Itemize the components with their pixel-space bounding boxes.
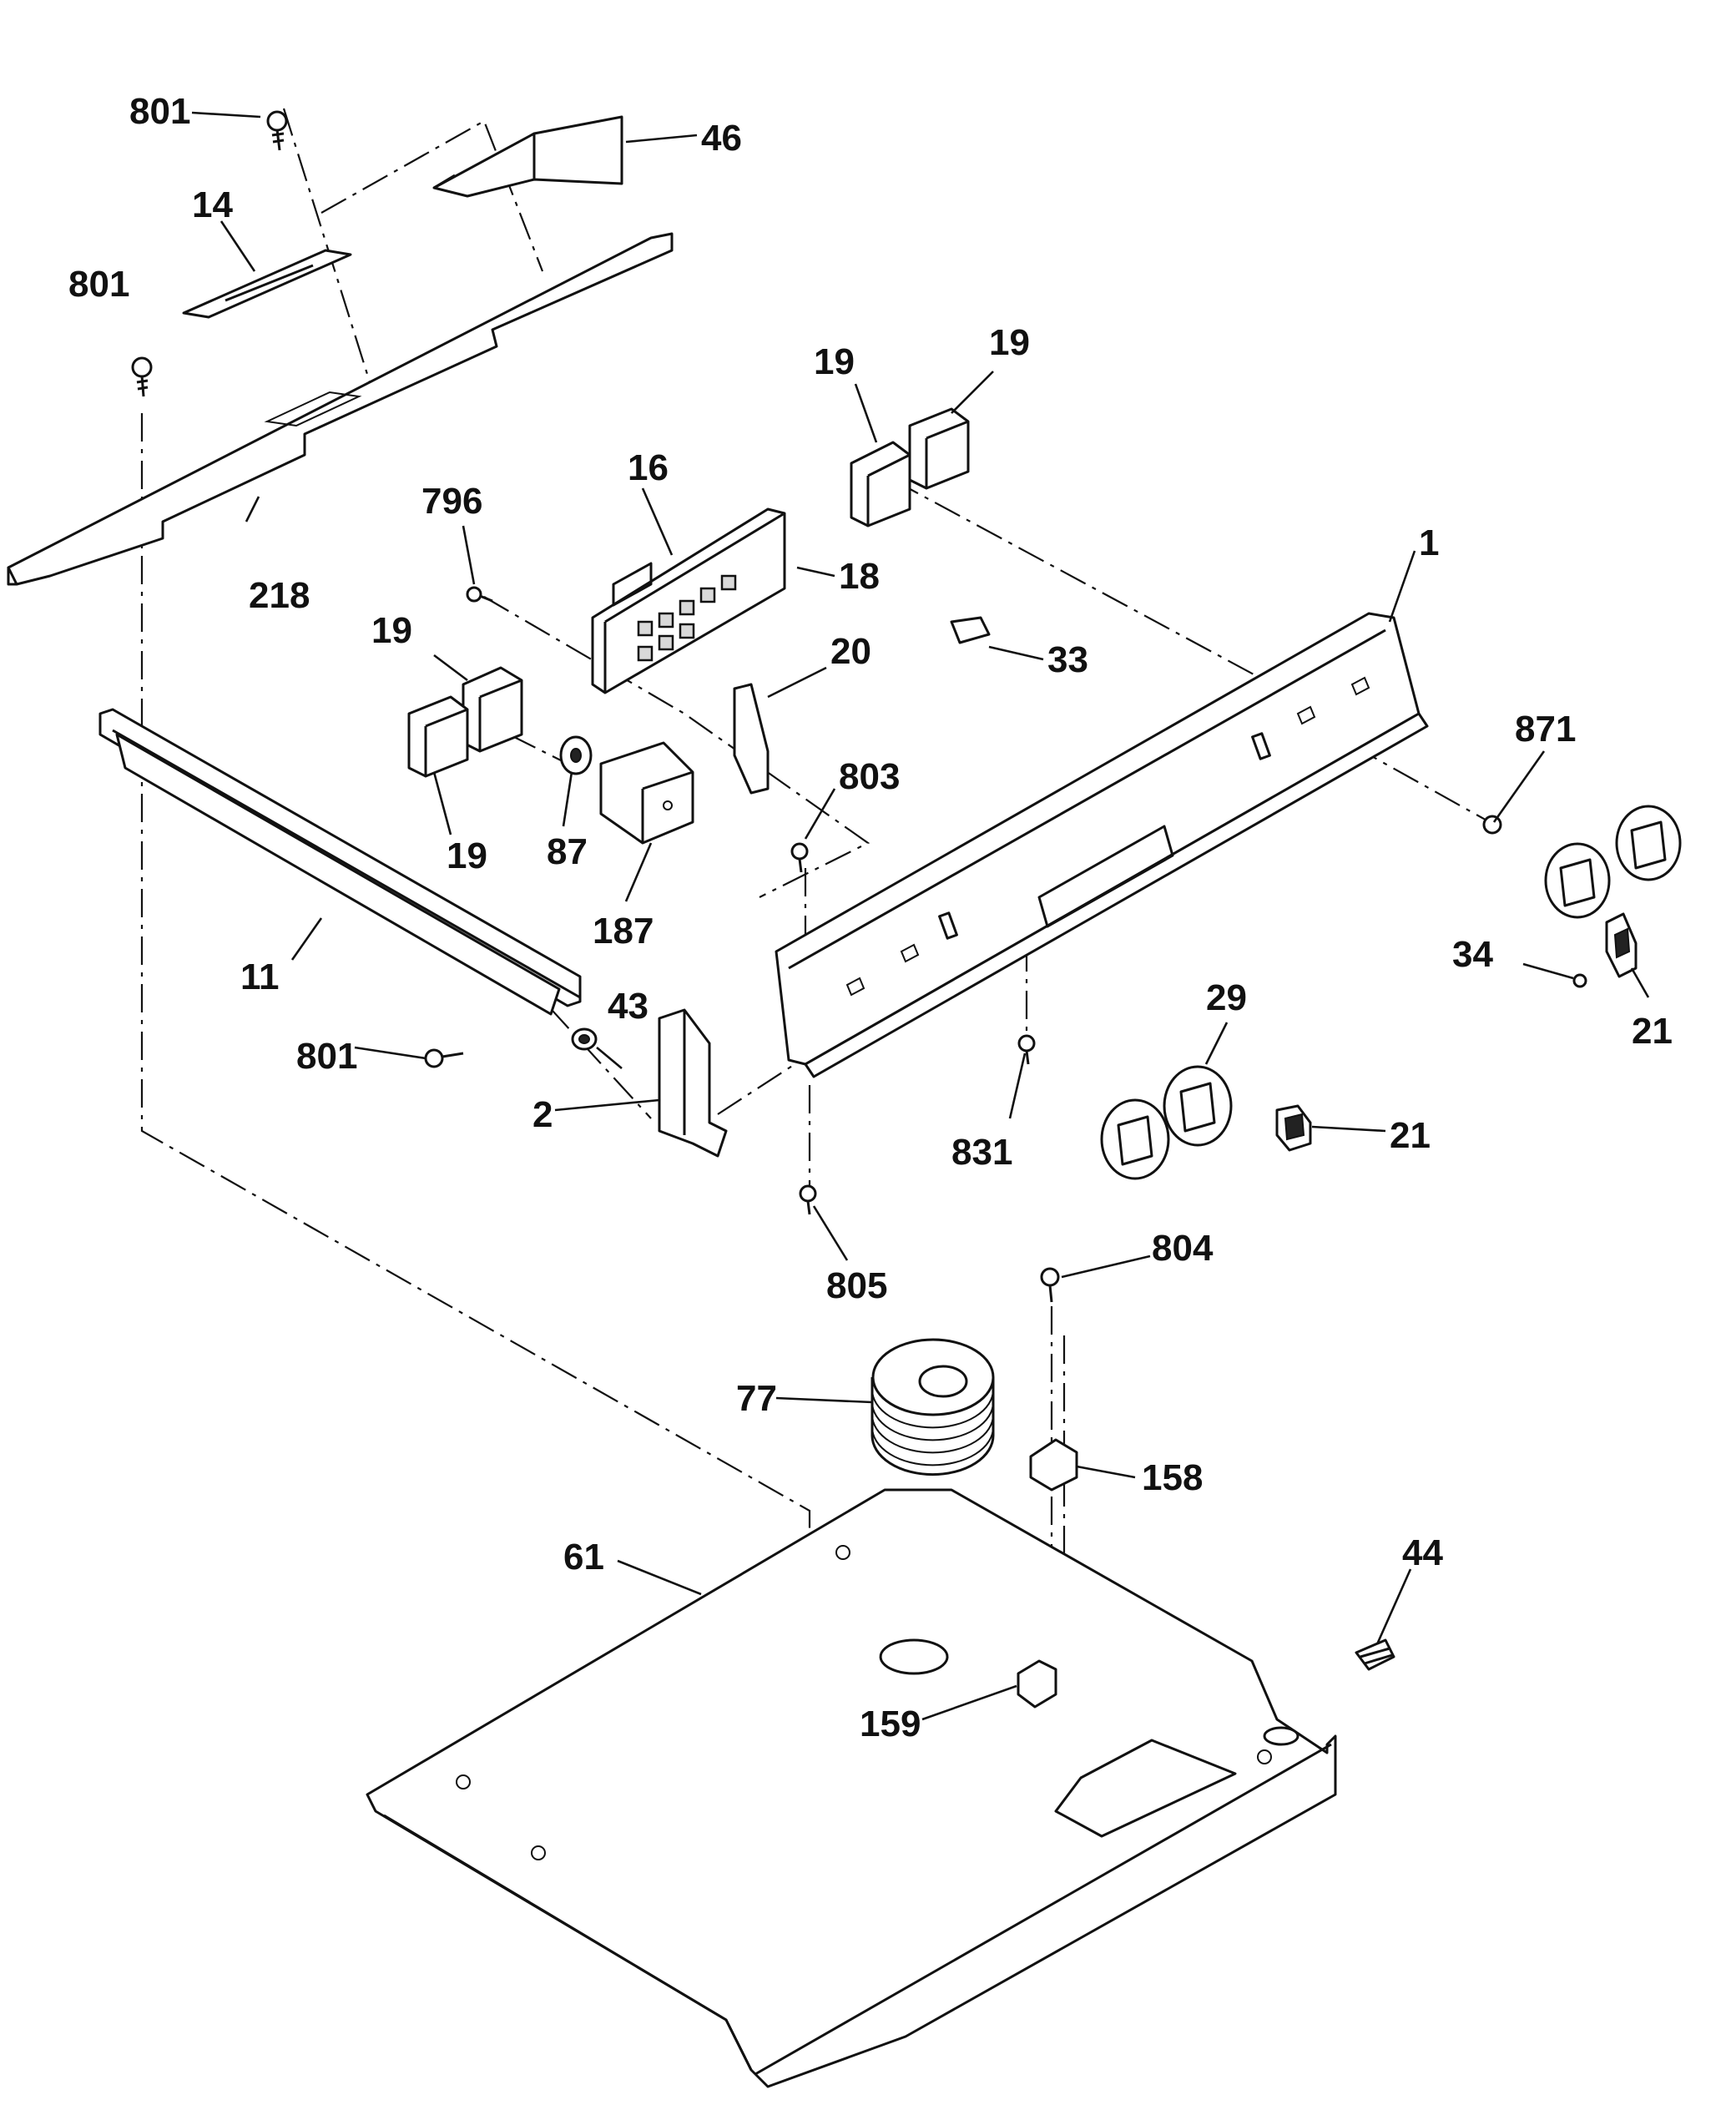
callout-187: 187 — [593, 911, 654, 952]
callout-18: 18 — [839, 556, 880, 597]
leader-lines — [191, 111, 1650, 1721]
part-831-screw — [1017, 1034, 1036, 1065]
callout-34: 34 — [1452, 934, 1493, 975]
callout-16: 16 — [628, 447, 669, 488]
part-796-screw — [466, 586, 493, 603]
callout-77: 77 — [736, 1378, 777, 1419]
part-14-plate — [182, 249, 352, 319]
callout-1: 1 — [1419, 522, 1439, 563]
callout-19: 19 — [814, 341, 855, 382]
part-21-rocker-b — [1275, 1104, 1312, 1152]
callout-14: 14 — [192, 184, 233, 225]
part-158-thermostat — [1029, 1438, 1078, 1492]
callout-218: 218 — [249, 575, 310, 616]
part-187-cover — [599, 741, 694, 845]
part-29-knob-a — [1100, 1098, 1170, 1180]
callout-805: 805 — [826, 1265, 887, 1306]
callout-43: 43 — [608, 986, 648, 1027]
callout-87: 87 — [547, 831, 588, 872]
part-34-nut — [1572, 973, 1587, 988]
callout-2: 2 — [532, 1094, 553, 1135]
callout-21: 21 — [1632, 1011, 1673, 1052]
part-20-bracket — [733, 683, 770, 795]
part-44-wire-clip — [1355, 1638, 1395, 1671]
callout-46: 46 — [701, 118, 742, 159]
part-805-screw — [799, 1184, 817, 1215]
part-87-disc — [559, 735, 593, 775]
callout-labels: 801 46 14 801 218 19 19 16 796 18 1 33 1… — [68, 91, 1673, 1744]
part-19-switch-d — [407, 695, 469, 778]
part-159-thermostat — [1017, 1659, 1057, 1709]
callout-831: 831 — [951, 1132, 1012, 1173]
callout-804: 804 — [1152, 1228, 1214, 1269]
callout-20: 20 — [830, 631, 871, 672]
callout-801: 801 — [68, 264, 129, 305]
part-33-switch — [950, 616, 991, 644]
callout-44: 44 — [1402, 1532, 1443, 1573]
part-1-control-panel — [775, 612, 1429, 1078]
part-2-end-bracket — [658, 1008, 728, 1158]
callout-21: 21 — [1390, 1115, 1431, 1156]
part-19-switch-a — [850, 441, 911, 528]
part-19-switch-c — [462, 666, 523, 753]
callout-19: 19 — [989, 322, 1030, 363]
callout-871: 871 — [1515, 709, 1576, 750]
callout-19: 19 — [447, 835, 487, 876]
callout-19: 19 — [371, 610, 412, 651]
part-46-bracket — [432, 115, 623, 198]
part-knob-right-a — [1544, 842, 1611, 919]
callout-801: 801 — [129, 91, 190, 132]
part-61-base-pan — [366, 1488, 1337, 2088]
part-19-switch-b — [908, 407, 970, 490]
part-29-knob-b — [1163, 1065, 1233, 1147]
callout-11: 11 — [240, 957, 280, 997]
part-16-control-board — [591, 507, 786, 694]
callout-61: 61 — [563, 1537, 604, 1577]
part-801-screw-a — [266, 110, 288, 151]
part-77-insulation-roll — [871, 1338, 995, 1476]
callout-796: 796 — [421, 481, 482, 522]
callout-801: 801 — [296, 1036, 357, 1077]
part-21-rocker-a — [1605, 912, 1638, 978]
callout-803: 803 — [839, 756, 900, 797]
callout-33: 33 — [1047, 639, 1088, 680]
callout-29: 29 — [1206, 977, 1247, 1018]
part-801-screw-b — [131, 356, 153, 397]
part-11-channel — [98, 708, 582, 1016]
part-871-screw — [1482, 815, 1502, 835]
part-803-screw — [790, 842, 809, 873]
callout-158: 158 — [1142, 1457, 1203, 1498]
part-804-screw — [1040, 1267, 1060, 1303]
part-43-grommet — [571, 1027, 598, 1051]
part-801-screw-c — [424, 1048, 464, 1068]
part-knob-right-b — [1615, 805, 1682, 881]
callout-159: 159 — [860, 1704, 921, 1744]
part-218-top-trim — [7, 232, 674, 586]
